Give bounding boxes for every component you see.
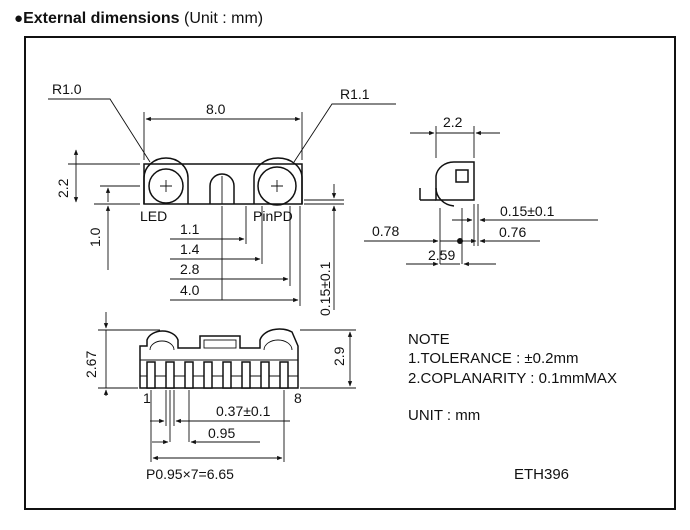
pin-first-label: 1 xyxy=(143,390,151,406)
dim-665-label: P0.95×7=6.65 xyxy=(146,466,234,482)
pinpd-label: PinPD xyxy=(253,208,293,224)
note-tolerance: 1.TOLERANCE : ±0.2mm xyxy=(408,350,579,367)
dim-height-label: 2.2 xyxy=(55,178,71,198)
part-number: ETH396 xyxy=(514,466,569,483)
dim-037-label: 0.37±0.1 xyxy=(216,403,271,419)
r-right-leader xyxy=(293,103,396,163)
note-unit: UNIT : mm xyxy=(408,407,480,424)
dim-1-1-label: 1.1 xyxy=(180,221,200,237)
r-left-leader xyxy=(48,98,151,163)
front-top-block xyxy=(203,339,237,349)
page-heading: ●External dimensions (Unit : mm) xyxy=(14,10,263,28)
side-tab xyxy=(455,169,469,183)
pinpd-center-mark-icon xyxy=(271,180,283,192)
notes-block: NOTE 1.TOLERANCE : ±0.2mm 2.COPLANARITY … xyxy=(408,331,617,424)
dim-095-label: 0.95 xyxy=(208,425,235,441)
bullet-icon: ● xyxy=(14,10,24,27)
front-view: 1 8 2.67 2.9 0.37±0.1 0.95 P0.95×7=6.65 xyxy=(83,312,356,482)
drawing-frame xyxy=(24,36,676,510)
led-center-mark-icon xyxy=(160,180,172,192)
front-body-outline xyxy=(139,328,299,389)
side-view: 2.2 0.15±0.1 0.78 0.76 2.59 xyxy=(364,114,598,267)
heading-title: External dimensions xyxy=(23,10,180,27)
note-title: NOTE xyxy=(408,331,450,348)
dim-29-label: 2.9 xyxy=(331,346,347,366)
dim-side-015-label: 0.15±0.1 xyxy=(500,203,555,219)
note-coplanarity: 2.COPLANARITY : 0.1mmMAX xyxy=(408,370,617,387)
heading-unit: (Unit : mm) xyxy=(179,10,264,27)
led-lens-housing xyxy=(143,157,189,204)
dim-267-label: 2.67 xyxy=(83,351,99,378)
dim-4-0-label: 4.0 xyxy=(180,282,200,298)
dim-2-8-label: 2.8 xyxy=(180,261,200,277)
center-slot xyxy=(209,173,235,204)
dim-078-label: 0.78 xyxy=(372,223,399,239)
dim-1-0-label: 1.0 xyxy=(87,227,103,247)
r-right-label: R1.1 xyxy=(340,86,370,102)
dim-width-label: 8.0 xyxy=(206,101,226,117)
side-body-outline xyxy=(435,161,475,201)
top-view: R1.0 R1.1 8.0 2.2 1.0 LED PinPD 1.1 1.4 … xyxy=(48,81,396,316)
led-lens xyxy=(148,168,184,204)
led-label: LED xyxy=(140,208,167,224)
dim-1-4-label: 1.4 xyxy=(180,241,200,257)
dim-076-label: 0.76 xyxy=(499,224,526,240)
pinpd-lens-housing xyxy=(253,157,303,204)
pin-last-label: 8 xyxy=(294,390,302,406)
side-lens xyxy=(435,187,455,207)
top-body-outline xyxy=(143,163,303,205)
dim-259-label: 2.59 xyxy=(428,247,455,263)
front-pins xyxy=(146,361,289,389)
pinpd-lens xyxy=(257,166,297,206)
dim-side-width-label: 2.2 xyxy=(443,114,463,130)
dim-top-015-label: 0.15±0.1 xyxy=(317,261,333,316)
r-left-label: R1.0 xyxy=(52,81,82,97)
